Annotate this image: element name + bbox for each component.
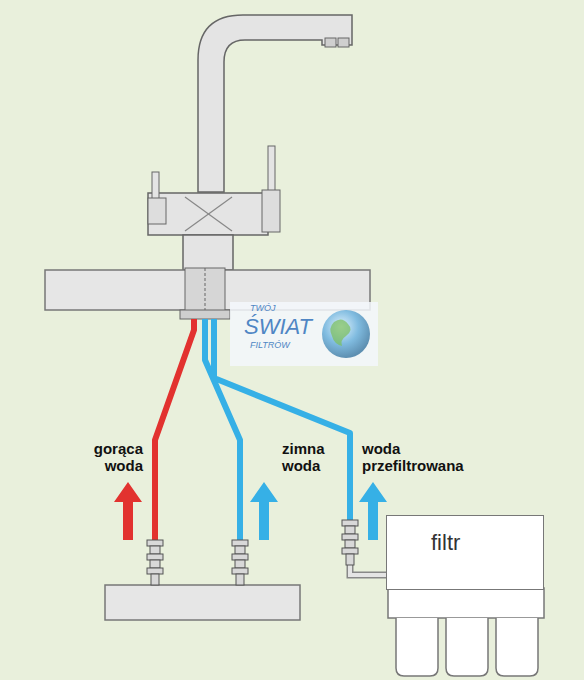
fitting-part — [342, 534, 358, 540]
fitting-part — [147, 554, 163, 560]
hot-hose — [155, 319, 194, 545]
fitting-part — [235, 546, 245, 554]
fitting-part — [151, 574, 159, 585]
fitting-part — [345, 526, 355, 534]
right-lever-handle — [268, 146, 275, 194]
watermark-globe-land — [330, 319, 350, 346]
filter-cartridge — [496, 618, 538, 676]
nozzle-tip — [338, 38, 349, 47]
body-cross — [185, 197, 232, 231]
hot-arrow — [114, 482, 142, 540]
filter-elbow-core — [350, 555, 386, 575]
fitting-part — [232, 568, 248, 574]
filtered-hose — [214, 319, 350, 525]
valve-fitting — [342, 520, 358, 565]
filter-elbow — [350, 555, 386, 575]
filtered-arrow — [359, 482, 387, 540]
fitting-part — [346, 554, 354, 565]
cold-hose — [205, 319, 240, 545]
shelf — [105, 585, 300, 620]
watermark-panel — [230, 302, 378, 366]
watermark-globe — [322, 310, 370, 358]
mount-shank — [185, 268, 225, 312]
watermark: FILTRÓW — [250, 341, 290, 350]
faucet-body — [148, 193, 268, 235]
watermark: TWÓJ — [250, 304, 276, 313]
hose-label: woda przefiltrowana — [362, 440, 464, 475]
fitting-part — [147, 568, 163, 574]
filter-cartridge — [446, 618, 488, 676]
shank-axis — [205, 268, 206, 312]
fitting-part — [147, 540, 163, 546]
filter-label: filtr — [387, 516, 460, 556]
valve-fitting — [232, 540, 248, 585]
nozzle-tip — [325, 38, 336, 47]
fitting-part — [345, 540, 355, 548]
fitting-part — [232, 540, 248, 546]
fitting-part — [150, 560, 160, 568]
body-cross — [185, 197, 232, 231]
fitting-part — [235, 560, 245, 568]
filter-cartridge — [396, 618, 438, 676]
watermark: ŚWIAT — [244, 316, 312, 338]
fitting-part — [236, 574, 244, 585]
left-lever-base — [148, 198, 166, 224]
valve-group — [147, 520, 358, 585]
hose-label: zimna woda — [282, 440, 325, 475]
fitting-part — [342, 520, 358, 526]
filter-housing: filtr — [386, 515, 544, 590]
hose-label: gorąca woda — [94, 440, 143, 475]
mount-nut — [180, 310, 230, 319]
valve-fitting — [147, 540, 163, 585]
fitting-part — [232, 554, 248, 560]
right-lever-base — [262, 190, 280, 232]
filter-housing-lower — [388, 588, 544, 618]
fitting-part — [150, 546, 160, 554]
cold-arrow — [250, 482, 278, 540]
fitting-part — [342, 548, 358, 554]
faucet-collar — [183, 235, 233, 270]
